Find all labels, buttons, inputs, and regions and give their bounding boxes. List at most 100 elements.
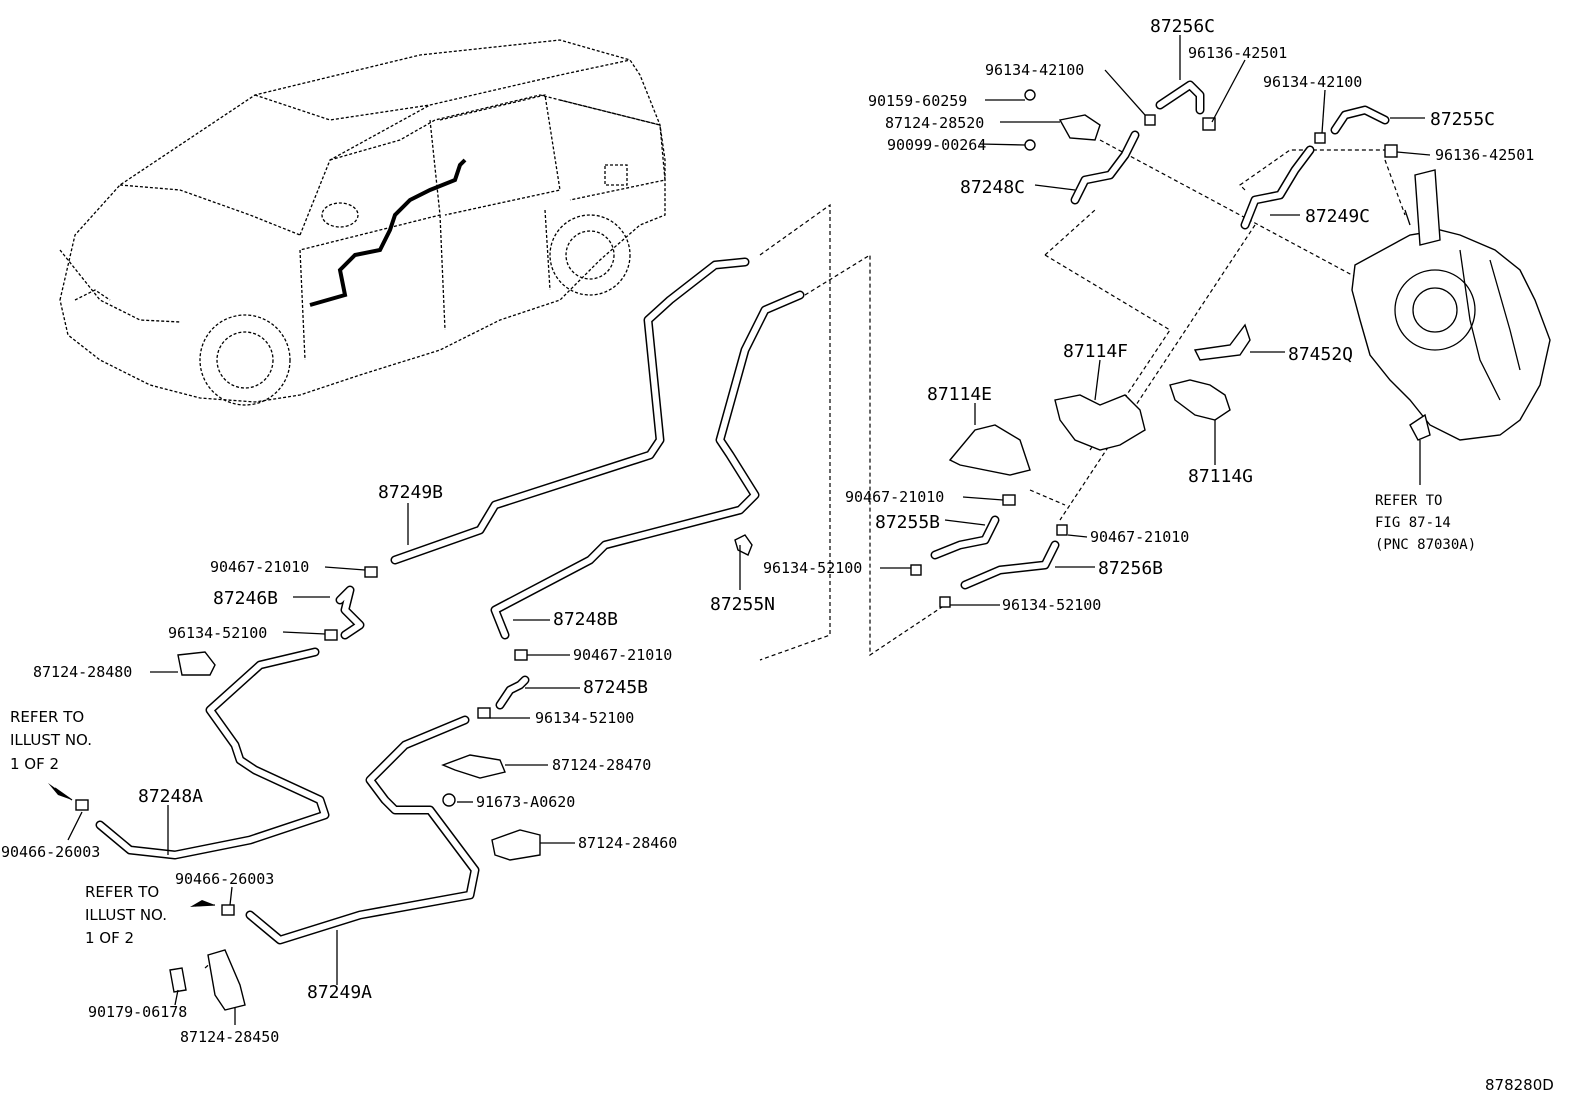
label-87248B: 87248B xyxy=(553,609,618,630)
hose-87249A xyxy=(245,715,480,945)
label-90466-26003-b: 90466-26003 xyxy=(175,870,274,888)
bracket-87114F-icon xyxy=(1054,394,1146,451)
svg-text:(PNC 87030A): (PNC 87030A) xyxy=(1375,537,1476,553)
clamp-icon xyxy=(364,566,378,578)
clamp-icon xyxy=(221,904,235,916)
label-96134-52100-a: 96134-52100 xyxy=(763,559,862,577)
label-87114E: 87114E xyxy=(927,384,992,405)
hose-87255B xyxy=(930,515,1000,560)
label-87114F: 87114F xyxy=(1063,341,1128,362)
label-87245B: 87245B xyxy=(583,677,648,698)
small-parts xyxy=(75,89,1398,1011)
hose-87249B xyxy=(390,257,750,565)
svg-text:1 OF 2: 1 OF 2 xyxy=(85,929,134,947)
refer-illust-note-top: REFER TO ILLUST NO. 1 OF 2 xyxy=(10,708,92,773)
bolt-90099-00264-icon xyxy=(1024,139,1036,151)
label-87452Q: 87452Q xyxy=(1288,344,1353,365)
part-labels: 87256C 96134-42100 96136-42501 96134-421… xyxy=(1,16,1534,1046)
clip-90179-06178-icon xyxy=(169,967,187,993)
label-87255B: 87255B xyxy=(875,512,940,533)
svg-text:ILLUST NO.: ILLUST NO. xyxy=(10,731,92,749)
clamp-icon xyxy=(514,649,528,661)
label-90099-00264: 90099-00264 xyxy=(887,136,986,154)
leader-lines xyxy=(48,35,1431,1025)
label-87248A: 87248A xyxy=(138,786,203,807)
label-87248C: 87248C xyxy=(960,177,1025,198)
label-96136-42501-a: 96136-42501 xyxy=(1188,44,1287,62)
label-90467-21010-a: 90467-21010 xyxy=(845,488,944,506)
label-87124-28480: 87124-28480 xyxy=(33,663,132,681)
label-87124-28460: 87124-28460 xyxy=(578,834,677,852)
label-87124-28450: 87124-28450 xyxy=(180,1028,279,1046)
bolt-91673-A0620-icon xyxy=(442,793,456,807)
label-90467-21010-b: 90467-21010 xyxy=(1090,528,1189,546)
label-96134-52100-d: 96134-52100 xyxy=(535,709,634,727)
part-87255N-icon xyxy=(734,534,753,556)
label-96134-42100-b: 96134-42100 xyxy=(1263,73,1362,91)
clamp-icon xyxy=(1144,114,1156,126)
hose-87249C xyxy=(1240,145,1315,230)
bracket-87114G-icon xyxy=(1169,379,1231,421)
label-87249B: 87249B xyxy=(378,482,443,503)
bracket-87124-28480-icon xyxy=(177,651,216,676)
label-96134-52100-c: 96134-52100 xyxy=(168,624,267,642)
label-90159-60259: 90159-60259 xyxy=(868,92,967,110)
clamp-icon xyxy=(910,564,922,576)
clamp-icon xyxy=(477,707,491,719)
label-90467-21010-d: 90467-21010 xyxy=(573,646,672,664)
bracket-87124-28460-icon xyxy=(491,829,541,861)
label-90467-21010-c: 90467-21010 xyxy=(210,558,309,576)
label-87255C: 87255C xyxy=(1430,109,1495,130)
clamp-icon xyxy=(1314,132,1326,144)
svg-text:REFER TO: REFER TO xyxy=(1375,493,1442,509)
hose-87256C xyxy=(1155,80,1205,115)
hose-87255C xyxy=(1330,105,1390,135)
bracket-87124-28470-icon xyxy=(441,754,506,779)
svg-text:ILLUST NO.: ILLUST NO. xyxy=(85,906,167,924)
label-96134-52100-b: 96134-52100 xyxy=(1002,596,1101,614)
reference-notes: REFER TO ILLUST NO. 1 OF 2 REFER TO ILLU… xyxy=(10,493,1476,947)
hose-87245B xyxy=(495,675,530,710)
svg-text:REFER TO: REFER TO xyxy=(10,708,84,726)
clamp-icon xyxy=(1002,494,1016,506)
svg-text:REFER TO: REFER TO xyxy=(85,883,159,901)
label-91673-A0620: 91673-A0620 xyxy=(476,793,575,811)
svg-text:FIG 87-14: FIG 87-14 xyxy=(1375,515,1451,531)
label-87114G: 87114G xyxy=(1188,466,1253,487)
label-87249A: 87249A xyxy=(307,982,372,1003)
diagram-code: 878280D xyxy=(1485,1076,1554,1094)
label-87124-28470: 87124-28470 xyxy=(552,756,651,774)
clamp-icon xyxy=(939,596,951,608)
label-96136-42501-b: 96136-42501 xyxy=(1435,146,1534,164)
label-96134-42100-a: 96134-42100 xyxy=(985,61,1084,79)
label-87255N: 87255N xyxy=(710,594,775,615)
hose-87256B xyxy=(960,540,1060,590)
svg-text:1 OF 2: 1 OF 2 xyxy=(10,755,59,773)
hose-87248A xyxy=(95,647,330,860)
hose-87248B xyxy=(490,290,805,640)
label-87256B: 87256B xyxy=(1098,558,1163,579)
bracket-87452Q-icon xyxy=(1193,323,1251,361)
bracket-87114E-icon xyxy=(948,424,1031,476)
vehicle-illustration xyxy=(59,39,666,406)
heater-unit-illustration xyxy=(1351,169,1551,441)
dashed-guide-lines xyxy=(204,139,1406,969)
clamp-icon xyxy=(324,629,338,641)
label-87256C: 87256C xyxy=(1150,16,1215,37)
clamp-icon xyxy=(1056,524,1068,536)
hose-87246B xyxy=(335,585,365,640)
hose-87248C xyxy=(1070,130,1140,205)
hoses xyxy=(95,80,1390,945)
refer-fig-note: REFER TO FIG 87-14 (PNC 87030A) xyxy=(1375,493,1476,553)
clamp-icon xyxy=(75,799,89,811)
label-87124-28520: 87124-28520 xyxy=(885,114,984,132)
bolt-90159-60259-icon xyxy=(1024,89,1036,101)
label-90179-06178: 90179-06178 xyxy=(88,1003,187,1021)
refer-illust-note-bottom: REFER TO ILLUST NO. 1 OF 2 xyxy=(85,883,167,947)
label-87249C: 87249C xyxy=(1305,206,1370,227)
bracket-87124-28520-icon xyxy=(1058,114,1101,141)
label-87246B: 87246B xyxy=(213,588,278,609)
clamp-icon xyxy=(1384,144,1398,158)
bracket-87124-28450-icon xyxy=(207,949,246,1011)
